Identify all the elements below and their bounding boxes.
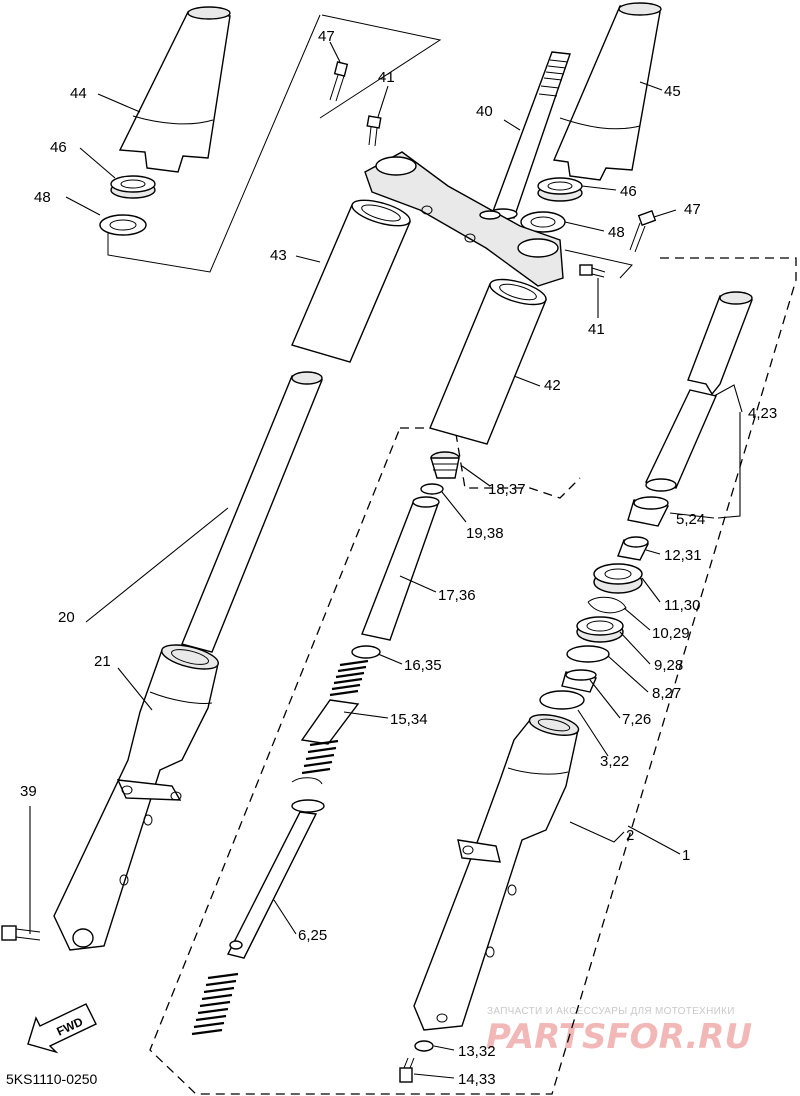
callout-42: 42: [544, 377, 561, 394]
part-43-fork-boot: [291, 199, 411, 363]
part-12-slide-bushing: [617, 536, 650, 561]
callout-10-29: 10,29: [652, 625, 690, 642]
callout-19-38: 19,38: [466, 525, 504, 542]
callout-15-34: 15,34: [390, 711, 428, 728]
part-44-fork-cover-left: [118, 6, 231, 173]
callout-9-28: 9,28: [654, 657, 683, 674]
bracket-right: [564, 249, 633, 279]
part-7-slide-bushing-lower: [561, 669, 597, 693]
callout-47-right: 47: [684, 201, 701, 218]
part-11-dust-seal: [593, 563, 643, 594]
callout-18-37: 18,37: [488, 481, 526, 498]
part-47-bolt-left: [329, 61, 349, 102]
callout-46-right: 46: [620, 183, 637, 200]
part-rebound-spring: [191, 972, 239, 1036]
part-46-nut-right: [537, 177, 583, 202]
part-46-nut-left: [110, 175, 156, 199]
watermark-caption: ЗАПЧАСТИ И АКСЕССУАРЫ ДЛЯ МОТОТЕХНИКИ: [487, 1006, 735, 1017]
part-4-inner-tube-right: [644, 291, 753, 492]
diagram-code: 5KS1110-0250: [6, 1071, 98, 1087]
part-20-inner-tube-left: [181, 371, 323, 653]
callout-7-26: 7,26: [622, 711, 651, 728]
callout-3-22: 3,22: [600, 753, 629, 770]
part-42-fork-boot: [429, 278, 547, 445]
callout-6-25: 6,25: [298, 927, 327, 944]
callout-13-32: 13,32: [458, 1043, 496, 1060]
callout-17-36: 17,36: [438, 587, 476, 604]
callout-43: 43: [270, 247, 287, 264]
part-41-bolt-bottom: [579, 264, 606, 278]
part-2-outer-tube-right: [413, 714, 580, 1031]
bracket-left: [107, 14, 321, 273]
callout-39: 39: [20, 783, 37, 800]
callout-41-right: 41: [588, 321, 605, 338]
callout-11-30: 11,30: [664, 597, 700, 614]
callout-21: 21: [94, 653, 111, 670]
part-clip-upper: [291, 777, 323, 785]
part-15-fork-spring: [300, 659, 369, 775]
part-39-pinch-bolt: [1, 925, 41, 941]
callout-1: 1: [682, 847, 690, 864]
callout-47: 47: [318, 28, 335, 45]
callout-4-23: 4,23: [748, 405, 777, 422]
part-9-oil-seal: [576, 616, 624, 643]
part-47-bolt-right: [629, 210, 657, 253]
callout-48-right: 48: [608, 224, 625, 241]
callout-12-31: 12,31: [664, 547, 702, 564]
callout-46: 46: [50, 139, 67, 156]
part-16-washer: [351, 645, 381, 659]
part-6-damper-rod: [226, 811, 318, 959]
callout-20: 20: [58, 609, 75, 626]
part-18-cap-bolt: [430, 451, 460, 479]
callout-2: 2: [626, 827, 634, 844]
upper-bracket-crown: [364, 151, 564, 287]
callout-16-35: 16,35: [404, 657, 442, 674]
callout-8-27: 8,27: [652, 685, 681, 702]
part-21-outer-tube-left: [53, 644, 219, 951]
callout-48: 48: [34, 189, 51, 206]
callout-45: 45: [664, 83, 681, 100]
part-5-slide-bushing: [627, 496, 670, 527]
part-19-o-ring: [420, 483, 444, 495]
callout-5-24: 5,24: [676, 511, 705, 528]
part-41-bolt-top: [366, 115, 382, 147]
part-45-fork-cover-right: [552, 2, 662, 181]
fwd-arrow-icon: FWD: [27, 1003, 97, 1054]
part-clip-lower: [291, 799, 325, 813]
bracket-top: [319, 14, 442, 119]
part-14-damper-bolt: [399, 1057, 415, 1083]
part-17-spacer: [361, 496, 440, 641]
callout-40: 40: [476, 103, 493, 120]
part-3-seal-ring: [539, 690, 585, 710]
callout-14-33: 14,33: [458, 1071, 496, 1088]
part-48-washer-right: [520, 211, 566, 233]
part-10-retaining-clip: [587, 596, 627, 614]
callout-41: 41: [378, 69, 395, 86]
part-48-washer-left: [99, 214, 147, 236]
part-13-copper-washer: [414, 1040, 434, 1052]
assembly-1-dashed-boundary: [149, 257, 797, 1095]
callout-44: 44: [70, 85, 87, 102]
part-8-oil-seal-washer: [566, 645, 610, 663]
watermark-brand: PARTSFOR.RU: [486, 1017, 752, 1057]
